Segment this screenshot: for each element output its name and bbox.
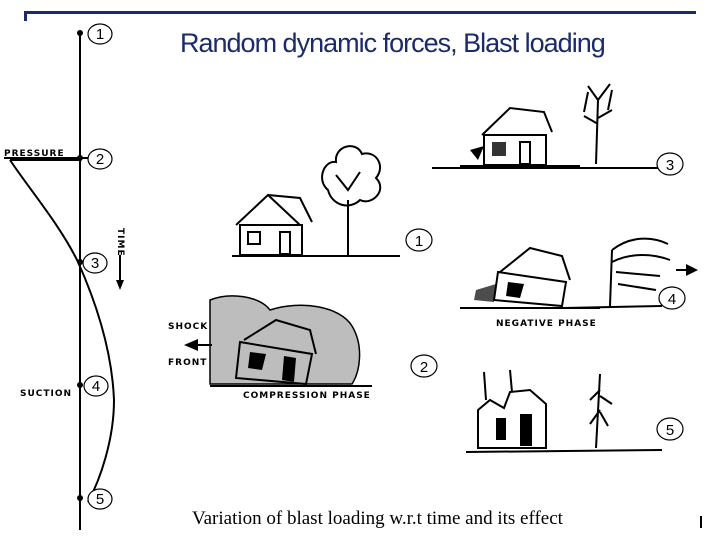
timeline-marker-4: 4 — [83, 375, 109, 397]
timeline-dot-2 — [77, 155, 83, 161]
svg-text:4: 4 — [92, 378, 100, 395]
scene-4-marker — [658, 286, 686, 310]
shock-label: SHOCK — [168, 322, 208, 332]
edge-mark — [700, 516, 702, 528]
scene-5: 5 — [465, 369, 684, 453]
timeline-marker-5: 5 — [87, 488, 113, 510]
timeline-dot-4 — [77, 382, 83, 388]
tree-icon — [609, 237, 671, 307]
front-label: FRONT — [168, 358, 207, 368]
house-icon — [234, 318, 317, 386]
scene-5-marker — [656, 417, 684, 441]
scene-4: NEGATIVE PHASE 4 — [460, 237, 698, 329]
scene-2-number: 2 — [420, 359, 428, 376]
title-rule-tick — [24, 11, 27, 21]
house-icon — [460, 246, 600, 309]
timeline-marker-2: 2 — [87, 148, 113, 170]
scene-3-marker — [656, 152, 684, 176]
title-rule — [24, 11, 696, 14]
time-label: TIME — [115, 228, 125, 257]
house-icon — [460, 106, 580, 167]
scene-4-pointer — [563, 305, 663, 309]
arrow-right-icon — [686, 264, 698, 276]
negative-phase-label: NEGATIVE PHASE — [496, 319, 597, 329]
page-title: Random dynamic forces, Blast loading — [180, 28, 606, 58]
svg-text:3: 3 — [91, 255, 99, 272]
svg-text:5: 5 — [96, 491, 104, 508]
scene-4-number: 4 — [668, 291, 676, 308]
svg-text:1: 1 — [96, 26, 104, 43]
tree-icon — [321, 145, 382, 256]
house-icon — [477, 369, 547, 449]
timeline-marker-1: 1 — [87, 23, 113, 45]
shock-cloud — [209, 295, 361, 385]
timeline-dot-1 — [77, 30, 83, 36]
figure-caption: Variation of blast loading w.r.t time an… — [192, 508, 563, 529]
pressure-curve — [9, 159, 116, 503]
house-icon — [232, 193, 400, 257]
timeline-marker-3: 3 — [82, 252, 108, 274]
timeline: PRESSURE SUCTION TIME 1 2 3 4 5 — [4, 23, 125, 530]
timeline-dot-5 — [77, 495, 83, 501]
scene-2: SHOCK FRONT COMPRESSION PHASE 2 — [168, 295, 438, 401]
compression-phase-label: COMPRESSION PHASE — [243, 391, 371, 401]
scene-1: 1 — [232, 145, 433, 257]
tree-icon — [589, 373, 613, 449]
svg-text:2: 2 — [96, 151, 104, 168]
scene-5-number: 5 — [666, 422, 674, 439]
pressure-label: PRESSURE — [4, 149, 65, 159]
scene-3-number: 3 — [666, 157, 674, 174]
scene-1-number: 1 — [415, 233, 423, 250]
tree-icon — [583, 83, 613, 165]
suction-label: SUCTION — [20, 389, 72, 399]
scene-1-marker — [405, 228, 433, 252]
arrow-down-icon — [116, 280, 124, 290]
timeline-dot-3 — [77, 259, 83, 265]
scene-3: 3 — [432, 83, 684, 176]
scene-5-ground — [465, 449, 663, 453]
arrow-left-icon — [184, 339, 198, 351]
scene-2-marker — [410, 354, 438, 378]
